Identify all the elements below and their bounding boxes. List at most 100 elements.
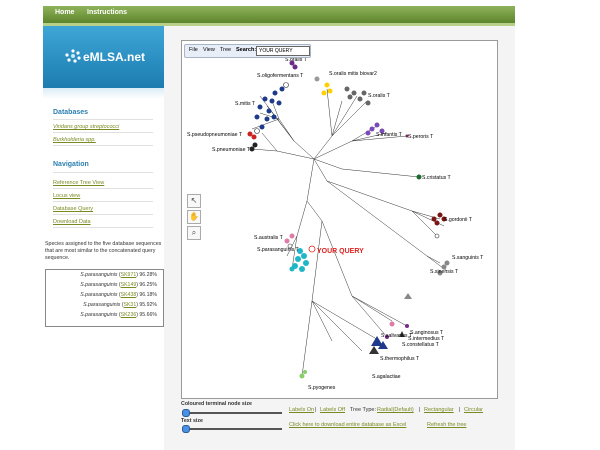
tree-label: S.oligofermentans T	[257, 73, 304, 79]
divider	[53, 132, 153, 133]
tree-label: S.salivarius T	[381, 333, 413, 339]
divider	[53, 119, 153, 120]
result-row: S.parasanguinis (SK31) 95.92%	[83, 302, 157, 308]
tree-type-label: Tree Type:	[350, 407, 376, 413]
page: Home Instructions eMLSA.net Databases Vi…	[43, 6, 515, 450]
tree-label: S.anginosus T	[410, 330, 444, 336]
navigation-title: Navigation	[53, 161, 89, 168]
main-content: YOUR QUERY S.oralis T S.oligofermentans …	[164, 26, 515, 450]
menu-file[interactable]: File	[189, 47, 198, 53]
result-percent: 96.25%	[139, 282, 157, 288]
logo-banner: eMLSA.net	[43, 26, 164, 88]
tree-search-input[interactable]	[256, 46, 310, 56]
tree-label: S.australis T	[254, 235, 284, 241]
text-size-slider-thumb[interactable]	[182, 425, 190, 433]
labels-off-link[interactable]: Labels Off	[320, 407, 345, 413]
result-species: S.parasanguinis	[80, 292, 118, 298]
result-species: S.parasanguinis	[80, 282, 118, 288]
nav-instructions-link[interactable]: Instructions	[87, 9, 128, 16]
rectangular-link[interactable]: Rectangular	[424, 407, 454, 413]
refresh-tree-link[interactable]: Refresh the tree	[427, 422, 467, 428]
tree-label: S.parasanguinis T	[257, 247, 300, 253]
tree-label: S.agalactiae	[372, 374, 401, 380]
tree-controls: Coloured terminal node size Text size La…	[181, 400, 511, 440]
logo-suffix: .net	[123, 50, 146, 64]
result-accession-link[interactable]: SK971	[120, 272, 137, 278]
results-box: S.parasanguinis (SK971) 96.28% S.parasan…	[45, 269, 164, 327]
result-row: S.parasanguinis (SK438) 96.18%	[80, 292, 157, 298]
divider	[53, 227, 153, 228]
nav-home-link[interactable]: Home	[55, 9, 75, 16]
result-percent: 95.66%	[139, 312, 157, 318]
result-accession-link[interactable]: SK31	[123, 302, 137, 308]
tree-label: S.sinensis T	[430, 269, 459, 275]
pan-hand-icon[interactable]: ✋	[187, 210, 201, 224]
pointer-tool-icon[interactable]: ↖	[187, 194, 201, 208]
logo-shadow	[43, 88, 164, 99]
top-navigation-bar: Home Instructions	[43, 6, 515, 26]
sidebar-db-burkholderia[interactable]: Burkholderia spp.	[53, 137, 96, 143]
node-size-label: Coloured terminal node size	[181, 401, 252, 407]
result-species: S.parasanguinis	[83, 302, 121, 308]
tree-label: S.oralis T	[285, 57, 308, 63]
circular-link[interactable]: Circular	[464, 407, 483, 413]
sidebar-nav-locus-view[interactable]: Locus view	[53, 193, 81, 199]
tree-label: S.oralis T	[368, 93, 391, 99]
result-accession-link[interactable]: SK438	[120, 292, 137, 298]
databases-title: Databases	[53, 109, 89, 116]
tree-label: S.cristatus T	[422, 175, 452, 181]
tree-toolbox: ↖ ✋ ⌕	[185, 194, 201, 242]
query-label: YOUR QUERY	[317, 248, 364, 255]
divider	[53, 145, 153, 146]
sidebar: Databases Viridans group streptococci Bu…	[43, 99, 164, 450]
result-percent: 96.18%	[139, 292, 157, 298]
tree-label: S.pneumoniae T	[212, 147, 251, 153]
divider	[53, 188, 153, 189]
menu-tree[interactable]: Tree	[220, 47, 232, 53]
tree-label: S.thermophilus T	[380, 356, 420, 362]
tree-label: S.pyogenes	[308, 385, 336, 391]
sidebar-nav-database-query[interactable]: Database Query	[53, 206, 94, 212]
tree-label: S.peroris T	[408, 134, 434, 140]
menu-view[interactable]: View	[203, 47, 215, 53]
tree-label: S.oralis mitis biovar2	[329, 71, 377, 77]
result-percent: 96.28%	[139, 272, 157, 278]
tree-label: S.constellatus T	[402, 342, 440, 348]
tree-menu-bar: File View Tree Search:	[184, 44, 311, 58]
sidebar-nav-reference-tree[interactable]: Reference Tree View	[53, 180, 105, 186]
tree-label: S.sanguinis T	[452, 255, 484, 261]
divider	[53, 172, 153, 173]
logo-brand: eMLSA	[83, 50, 124, 64]
result-species: S.parasanguinis	[80, 272, 118, 278]
radial-link[interactable]: Radial(Default)	[377, 407, 414, 413]
tree-label: S.pseudopneumoniae T	[187, 132, 243, 138]
sidebar-db-viridans[interactable]: Viridans group streptococci	[53, 124, 120, 130]
tree-branches	[251, 88, 448, 377]
text-size-label: Text size	[181, 418, 203, 424]
node-size-slider-thumb[interactable]	[182, 409, 190, 417]
download-excel-link[interactable]: Click here to download entire database a…	[289, 422, 407, 428]
sidebar-nav-download-data[interactable]: Download Data	[53, 219, 91, 225]
result-accession-link[interactable]: SK236	[120, 312, 137, 318]
zoom-icon[interactable]: ⌕	[187, 226, 201, 240]
text-size-slider-track[interactable]	[182, 428, 282, 430]
result-row: S.parasanguinis (SK236) 95.66%	[80, 312, 157, 318]
result-species: S.parasanguinis	[80, 312, 118, 318]
phylogenetic-tree[interactable]: YOUR QUERY S.oralis T S.oligofermentans …	[182, 41, 497, 398]
result-accession-link[interactable]: SK149	[120, 282, 137, 288]
tree-viewer[interactable]: YOUR QUERY S.oralis T S.oligofermentans …	[181, 40, 498, 399]
result-row: S.parasanguinis (SK149) 96.25%	[80, 282, 157, 288]
divider	[53, 201, 153, 202]
logo-text: eMLSA.net	[83, 50, 145, 64]
node-size-slider-track[interactable]	[182, 412, 282, 414]
tree-label: S.gordonii T	[444, 217, 473, 223]
search-label: Search:	[236, 47, 257, 53]
logo-dots-icon	[65, 49, 81, 63]
tree-label: S.intermedius T	[408, 336, 445, 342]
labels-on-link[interactable]: Labels On	[289, 407, 315, 413]
tree-label: S.mitis T	[235, 101, 256, 107]
divider	[53, 214, 153, 215]
species-note: Species assigned to the five database se…	[45, 241, 162, 261]
result-row: S.parasanguinis (SK971) 96.28%	[80, 272, 157, 278]
result-percent: 95.92%	[139, 302, 157, 308]
